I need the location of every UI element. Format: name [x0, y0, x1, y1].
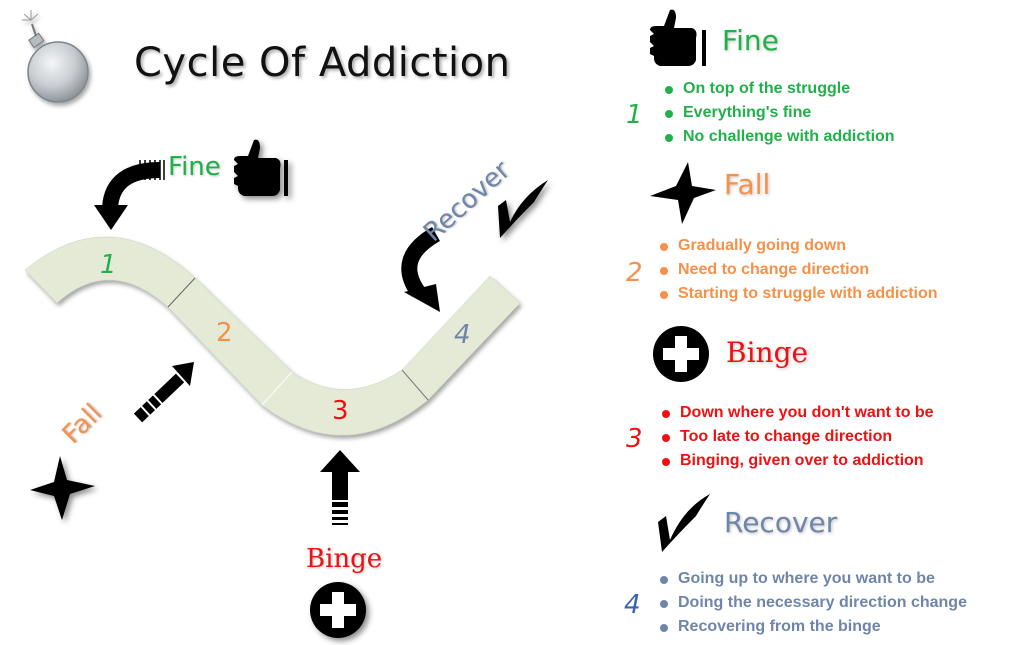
list-item: Going up to where you want to be — [660, 567, 967, 591]
list-item: Gradually going down — [660, 234, 938, 258]
list-item: No challenge with addiction — [665, 125, 895, 149]
checkmark-icon — [658, 494, 710, 552]
list-item: On top of the struggle — [665, 77, 895, 101]
legend-heading-fine: Fine — [722, 24, 779, 57]
list-item: Down where you don't want to be — [662, 401, 934, 425]
checkmark-icon — [498, 180, 548, 238]
fall-arrow-icon — [133, 362, 194, 423]
segment-number-1: 1 — [100, 250, 117, 280]
cycle-path — [24, 236, 521, 436]
legend-list-recover: Going up to where you want to be Doing t… — [660, 567, 967, 639]
list-item: Binging, given over to addiction — [662, 449, 934, 473]
legend-heading-fall: Fall — [724, 168, 771, 201]
legend-heading-binge: Binge — [726, 336, 809, 369]
plus-circle-icon — [310, 582, 366, 638]
legend-list-fall: Gradually going down Need to change dire… — [660, 234, 938, 306]
list-item: Too late to change direction — [662, 425, 934, 449]
binge-arrow-icon — [320, 450, 360, 525]
diagram-label-binge: Binge — [306, 544, 383, 574]
list-item: Doing the necessary direction change — [660, 591, 967, 615]
legend-number-3: 3 — [626, 424, 643, 454]
bomb-icon — [22, 10, 89, 103]
legend-list-fine: On top of the struggle Everything's fine… — [665, 77, 895, 149]
recover-arrow-icon — [401, 227, 441, 312]
star-icon — [30, 456, 95, 520]
segment-number-4: 4 — [454, 320, 471, 350]
legend-heading-recover: Recover — [724, 506, 838, 539]
legend-number-4: 4 — [624, 590, 641, 620]
plus-circle-icon — [653, 326, 709, 382]
thumbs-up-icon — [234, 139, 288, 196]
legend-number-2: 2 — [626, 258, 643, 288]
thumbs-up-icon — [650, 9, 706, 66]
segment-number-2: 2 — [216, 318, 233, 348]
legend-number-1: 1 — [626, 100, 643, 130]
list-item: Recovering from the binge — [660, 615, 967, 639]
fine-arrow-icon — [94, 160, 165, 230]
list-item: Everything's fine — [665, 101, 895, 125]
page-title: Cycle Of Addiction — [134, 40, 511, 86]
segment-number-3: 3 — [332, 396, 349, 426]
list-item: Starting to struggle with addiction — [660, 282, 938, 306]
cycle-diagram — [22, 10, 548, 638]
diagram-label-fine: Fine — [168, 152, 221, 182]
star-icon — [650, 162, 716, 224]
list-item: Need to change direction — [660, 258, 938, 282]
legend-list-binge: Down where you don't want to be Too late… — [662, 401, 934, 473]
